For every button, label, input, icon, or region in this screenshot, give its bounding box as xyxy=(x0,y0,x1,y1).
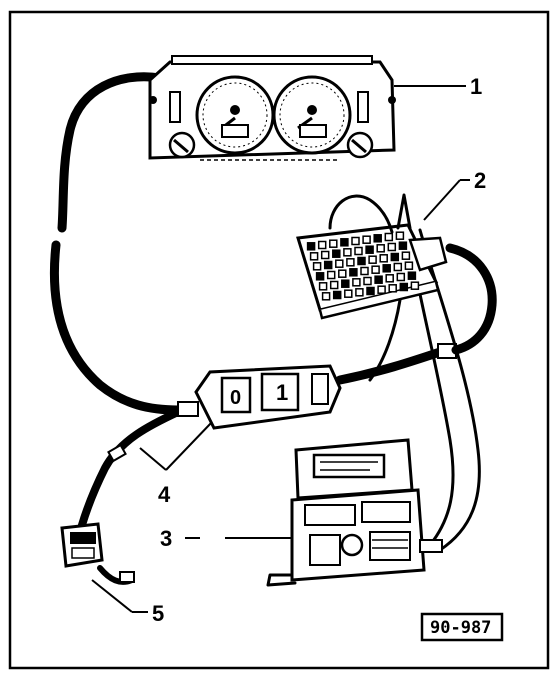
pin-hole xyxy=(317,240,327,250)
pin-hole xyxy=(343,248,352,257)
pin-hole xyxy=(341,279,350,288)
diagram-frame xyxy=(8,10,550,670)
pin-hole xyxy=(346,258,355,267)
pin-hole xyxy=(318,282,328,291)
pin-hole xyxy=(363,276,372,286)
pin-hole xyxy=(321,292,331,301)
pin-hole xyxy=(338,269,347,278)
pin-hole xyxy=(379,254,388,263)
adapter-module: 0 1 xyxy=(177,364,342,430)
pin-hole xyxy=(393,262,403,272)
pin-hole xyxy=(410,281,420,290)
cable-adapter-to-connector xyxy=(78,408,182,529)
pin-hole xyxy=(396,272,406,282)
pin-hole xyxy=(340,238,349,247)
pin-hole xyxy=(335,259,344,268)
pin-hole xyxy=(332,249,341,258)
pin-hole xyxy=(390,252,400,262)
pin-hole xyxy=(388,284,397,293)
pin-hole xyxy=(376,244,385,253)
pin-hole xyxy=(398,241,408,250)
callout-5: 5 xyxy=(152,601,164,626)
pin-hole xyxy=(407,271,417,280)
figure-reference-box: 90-987 xyxy=(420,612,504,642)
pin-hole xyxy=(352,278,361,287)
pin-hole xyxy=(355,288,364,297)
pin-hole xyxy=(329,280,339,290)
pin-hole xyxy=(320,250,330,260)
pin-hole xyxy=(387,242,397,252)
pin-hole xyxy=(366,286,375,296)
pin-hole xyxy=(374,275,383,284)
pin-hole xyxy=(395,231,405,240)
test-pin-box xyxy=(296,193,448,320)
figure-reference: 90-987 xyxy=(430,618,491,638)
pin-hole xyxy=(373,234,382,243)
pin-hole xyxy=(382,264,391,273)
pin-hole xyxy=(306,242,316,251)
pin-hole xyxy=(357,256,366,266)
callout-4: 4 xyxy=(158,482,171,507)
pin-hole xyxy=(377,285,386,294)
callout-3: 3 xyxy=(160,526,172,551)
pin-hole xyxy=(354,246,363,256)
pin-hole xyxy=(384,232,394,242)
pin-hole xyxy=(399,282,409,292)
tester-case xyxy=(266,438,443,587)
pin-hole xyxy=(404,261,414,270)
pin-hole xyxy=(309,252,319,261)
pin-hole xyxy=(371,265,380,274)
pin-hole xyxy=(332,290,342,300)
pin-hole xyxy=(312,262,322,271)
pin-hole xyxy=(362,235,371,244)
pin-hole xyxy=(360,266,369,276)
pin-hole xyxy=(351,236,360,246)
leader-lines xyxy=(91,85,470,613)
pin-hole xyxy=(315,272,325,281)
callout-1: 1 xyxy=(470,74,482,99)
adapter-digit-right: 1 xyxy=(276,380,288,405)
pin-hole xyxy=(368,255,377,264)
callout-2: 2 xyxy=(474,168,486,193)
diagnostic-connector xyxy=(60,522,135,585)
pin-hole xyxy=(329,239,338,248)
pin-hole xyxy=(365,245,374,254)
pin-hole xyxy=(323,260,333,270)
cable-adapter-right xyxy=(335,243,497,385)
pin-hole xyxy=(385,274,394,283)
pin-hole xyxy=(401,251,411,260)
pin-hole xyxy=(344,289,353,298)
cable-instrument-to-adapter xyxy=(49,72,183,415)
adapter-digit-left: 0 xyxy=(230,387,241,409)
tester-display xyxy=(312,453,386,479)
instrument-cluster xyxy=(148,55,396,161)
pin-hole xyxy=(326,270,336,280)
pin-hole xyxy=(349,268,358,277)
pin-grid xyxy=(306,231,420,301)
